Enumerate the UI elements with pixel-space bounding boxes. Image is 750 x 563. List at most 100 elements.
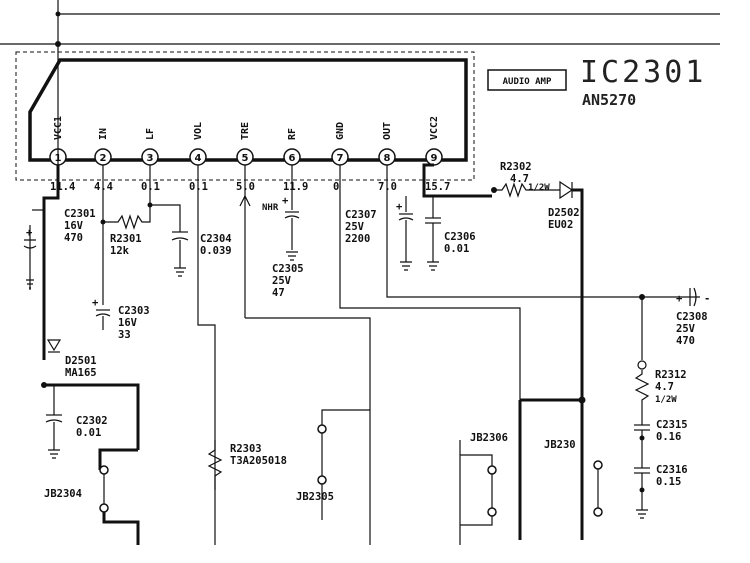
svg-text:D2502: D2502 [548, 207, 580, 219]
svg-text:C2305: C2305 [272, 263, 304, 275]
pin-voltages: 11.4 4.4 0.1 0.1 5.0 11.9 0 7.0 15.7 [50, 181, 450, 193]
top-rails [0, 0, 720, 47]
svg-text:12k: 12k [110, 245, 130, 257]
jb2305: JB2305 [296, 409, 370, 520]
svg-text:C2302: C2302 [76, 415, 108, 427]
svg-text:R2303: R2303 [230, 443, 262, 455]
svg-text:4.7: 4.7 [510, 173, 529, 185]
svg-text:T3A205018: T3A205018 [230, 455, 287, 467]
pin-number: 9 [431, 153, 438, 164]
r2303: R2303 T3A205018 [207, 440, 287, 490]
svg-text:C2316: C2316 [656, 464, 688, 476]
ic-title: IC2301 [580, 55, 706, 90]
svg-text:+: + [282, 195, 288, 207]
r2301-label: R2301 12k [110, 233, 142, 257]
pin9-wiring: + [396, 163, 492, 271]
pin-label: VOL [193, 122, 204, 140]
c2306-label: C2306 0.01 [444, 231, 476, 255]
svg-text:JB2305: JB2305 [296, 491, 334, 503]
pin-4: VOL 4 [189, 122, 207, 166]
voltage-pin-6: 11.9 [283, 181, 308, 193]
jb2306: JB2306 [459, 432, 508, 545]
svg-text:R2312: R2312 [655, 369, 687, 381]
pin6-c2305: NHR + C2305 25V 47 [262, 165, 304, 299]
svg-text:JB2304: JB2304 [44, 488, 82, 500]
svg-text:16V: 16V [64, 220, 84, 232]
pin2-wiring [100, 165, 189, 305]
svg-text:0.039: 0.039 [200, 245, 232, 257]
svg-text:C2307: C2307 [345, 209, 377, 221]
pin-label: LF [145, 128, 156, 140]
svg-text:JB2306: JB2306 [470, 432, 508, 444]
svg-text:33: 33 [118, 329, 131, 341]
svg-text:C2308: C2308 [676, 311, 708, 323]
voltage-pin-7: 0 [333, 181, 339, 193]
voltage-pin-1: 11.4 [50, 181, 75, 193]
r2302-d2502: R2302 4.7 1/2W D2502 EU02 [491, 161, 584, 400]
audio-amp-tag-box [487, 69, 567, 91]
svg-text:R2301: R2301 [110, 233, 142, 245]
pin4-wiring [197, 165, 216, 545]
pin-label: GND [335, 122, 346, 140]
svg-text:0.15: 0.15 [656, 476, 681, 488]
pin-number: 3 [147, 153, 154, 164]
svg-text:NHR: NHR [262, 203, 279, 213]
svg-text:25V: 25V [272, 275, 292, 287]
svg-text:470: 470 [676, 335, 695, 347]
c2307-label: C2307 25V 2200 [345, 209, 377, 245]
svg-text:0.01: 0.01 [76, 427, 101, 439]
pin7-wiring [339, 165, 521, 400]
plus-mark: + [26, 227, 32, 239]
pin-6: RF 6 [283, 128, 301, 166]
svg-text:EU02: EU02 [548, 219, 573, 231]
pin-number: 7 [337, 153, 344, 164]
c2304-label: C2304 0.039 [200, 233, 232, 257]
svg-text:0.16: 0.16 [656, 431, 681, 443]
svg-text:+: + [676, 293, 682, 305]
svg-text:25V: 25V [676, 323, 696, 335]
svg-text:C2315: C2315 [656, 419, 688, 431]
pin-number: 6 [289, 153, 296, 164]
pin-9: VCC2 9 [425, 116, 443, 166]
voltage-pin-9: 15.7 [425, 181, 450, 193]
svg-text:0.01: 0.01 [444, 243, 469, 255]
pin8-wiring [386, 165, 700, 298]
r2312-chain: R2312 4.7 1/2W C2315 0.16 C2316 0.15 [634, 297, 688, 519]
pin-label: RF [287, 128, 298, 140]
svg-text:1/2W: 1/2W [528, 183, 550, 193]
svg-text:470: 470 [64, 232, 83, 244]
pin-number: 5 [242, 153, 249, 164]
svg-text:-: - [704, 293, 710, 305]
ic-body [28, 58, 468, 162]
pin-label: IN [98, 128, 109, 140]
audio-amp-tag: AUDIO AMP [503, 77, 552, 87]
d2501-c2302: D2501 MA165 C2302 0.01 [41, 339, 140, 459]
svg-text:MA165: MA165 [65, 367, 97, 379]
svg-text:JB230: JB230 [544, 439, 576, 451]
jb2307: JB230 [544, 439, 603, 540]
svg-text:1/2W: 1/2W [655, 395, 677, 405]
svg-text:4.7: 4.7 [655, 381, 674, 393]
ic-part-number: AN5270 [582, 91, 636, 109]
svg-text:D2501: D2501 [65, 355, 97, 367]
svg-text:25V: 25V [345, 221, 365, 233]
svg-text:C2303: C2303 [118, 305, 150, 317]
svg-text:16V: 16V [118, 317, 138, 329]
c2308: + - C2308 25V 470 [676, 287, 710, 347]
pin-label: TRE [240, 122, 251, 140]
svg-text:+: + [396, 201, 402, 213]
pin-label: VCC2 [429, 116, 440, 140]
pin5-wiring [239, 165, 371, 545]
jb2304: JB2304 [44, 448, 140, 545]
pin-label: OUT [382, 122, 393, 140]
svg-text:C2306: C2306 [444, 231, 476, 243]
svg-text:+: + [92, 297, 98, 309]
pin-number: 8 [384, 153, 391, 164]
svg-text:2200: 2200 [345, 233, 370, 245]
pin-number: 4 [195, 153, 202, 164]
svg-text:C2301: C2301 [64, 208, 96, 220]
pin1-wiring: + [23, 44, 60, 360]
pin-number: 2 [100, 153, 107, 164]
svg-text:C2304: C2304 [200, 233, 232, 245]
